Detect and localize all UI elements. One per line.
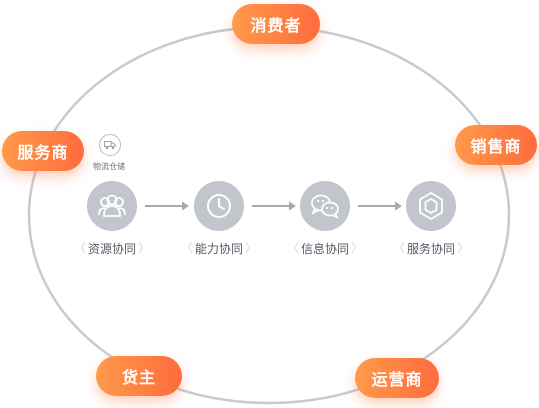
flow-node-capability [194, 181, 244, 231]
flow-label-text: 能力协同 [194, 241, 243, 256]
flow-label-text: 信息协同 [300, 241, 349, 256]
role-consumer: 消费者 [232, 4, 320, 44]
logistics-label: 物流仓储 [93, 162, 125, 171]
role-cargo-owner: 货主 [96, 356, 182, 396]
hexagon-icon [419, 191, 443, 221]
flow-label-resource: 〈 资源协同 〉 [74, 241, 150, 256]
flow-label-text: 资源协同 [87, 241, 136, 256]
clock-icon [207, 194, 231, 218]
arrow-icon [252, 201, 296, 211]
arrow-icon [358, 201, 402, 211]
people-icon [98, 194, 126, 217]
flow-label-capability: 〈 能力协同 〉 [181, 241, 257, 256]
flow-label-service: 〈 服务协同 〉 [393, 241, 469, 256]
chat-bubbles-icon [311, 194, 339, 219]
arrow-icon [145, 201, 189, 211]
truck-icon [99, 134, 121, 156]
role-distributor: 销售商 [455, 125, 537, 165]
flow-node-information [300, 181, 350, 231]
flow-label-information: 〈 信息协同 〉 [287, 241, 363, 256]
flow-node-resource [87, 181, 137, 231]
flow-label-text: 服务协同 [406, 241, 455, 256]
role-service-provider: 服务商 [2, 131, 84, 171]
flow-node-service [406, 181, 456, 231]
role-operator: 运营商 [355, 358, 439, 398]
